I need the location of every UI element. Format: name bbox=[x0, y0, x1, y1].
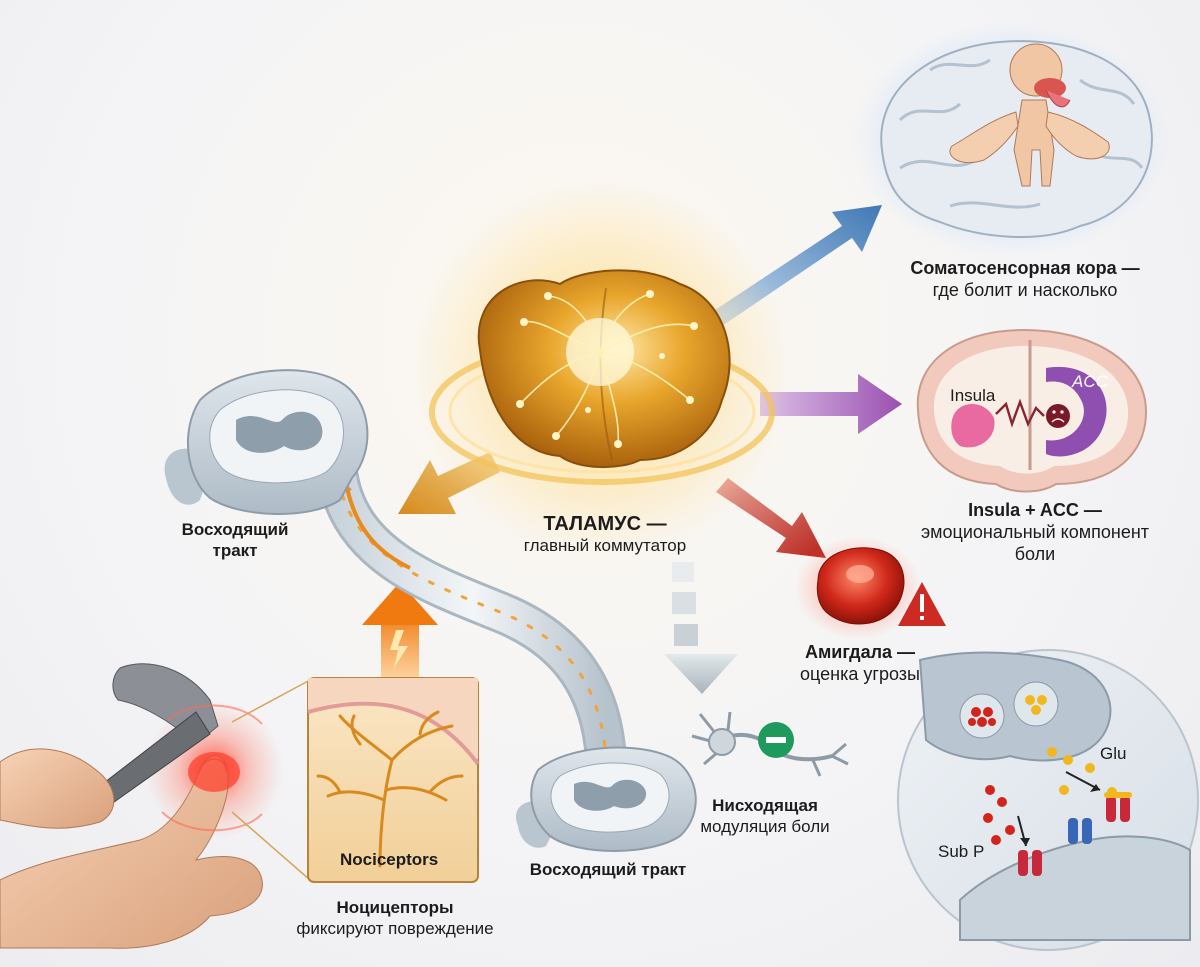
insula-acc-title: Insula + ACC — bbox=[968, 500, 1102, 520]
spinal-cord-lower bbox=[516, 746, 697, 852]
somatosensory-subtitle: где болит и насколько bbox=[932, 279, 1118, 300]
insula-acc-brain bbox=[916, 328, 1148, 493]
ascending-tract-label-upper: Восходящий тракт bbox=[170, 520, 300, 561]
subp-label: Sub P bbox=[938, 842, 985, 861]
nociceptors-subtitle: фиксируют повреждение bbox=[296, 918, 494, 938]
arrow-descending-modulation bbox=[664, 562, 738, 694]
arrow-to-insula-acc bbox=[760, 374, 902, 434]
hand-with-hammer bbox=[0, 663, 284, 949]
lightning-icon bbox=[390, 630, 408, 668]
thalamus-title: ТАЛАМУС — bbox=[543, 513, 667, 535]
somatosensory-label: Соматосенсорная кора — где болит и наско… bbox=[880, 258, 1170, 302]
receptor-yellow-icon bbox=[1104, 792, 1132, 822]
descending-title: Нисходящая bbox=[712, 796, 818, 815]
nociceptor-inset bbox=[231, 677, 480, 883]
ascending-upper-line1: Восходящий bbox=[181, 520, 289, 539]
arrow-to-amygdala bbox=[716, 478, 826, 558]
descending-label: Нисходящая модуляция боли bbox=[680, 796, 850, 837]
receptor-red-icon bbox=[1018, 850, 1042, 876]
acc-tag: ACC bbox=[1072, 372, 1108, 391]
amygdala-title: Амигдала — bbox=[804, 642, 916, 662]
synapse-inset bbox=[897, 649, 1199, 951]
ascending-tract-label-lower: Восходящий тракт bbox=[508, 860, 708, 881]
thalamus bbox=[412, 180, 792, 560]
receptor-blue-icon bbox=[1068, 818, 1092, 844]
insula-acc-label: Insula + ACC — эмоциональный компонент б… bbox=[890, 500, 1180, 566]
amygdala-subtitle: оценка угрозы bbox=[800, 663, 920, 684]
insula-acc-subtitle-2: боли bbox=[1014, 543, 1056, 564]
nociceptors-title: Ноцицепторы bbox=[336, 898, 454, 917]
descending-subtitle: модуляция боли bbox=[700, 816, 830, 836]
insula-acc-subtitle-1: эмоциональный компонент bbox=[920, 521, 1150, 542]
insula-tag: Insula bbox=[950, 386, 996, 405]
somatosensory-title: Соматосенсорная кора — bbox=[910, 258, 1140, 278]
glu-label: Glu bbox=[1100, 744, 1127, 763]
amygdala bbox=[794, 536, 946, 640]
nociceptors-label: Ноцицепторы фиксируют повреждение bbox=[270, 898, 520, 939]
ascending-upper-line2: тракт bbox=[212, 540, 258, 560]
thalamus-label: ТАЛАМУС — главный коммутатор bbox=[490, 512, 720, 557]
nociceptors-inset-label: Nociceptors bbox=[340, 850, 439, 869]
ascending-lower-title: Восходящий тракт bbox=[529, 860, 687, 879]
angry-face-icon bbox=[1046, 404, 1070, 428]
spinal-cord-upper bbox=[164, 369, 369, 515]
amygdala-label: Амигдала — оценка угрозы bbox=[760, 642, 960, 686]
warning-icon bbox=[898, 582, 946, 626]
thalamus-subtitle: главный коммутатор bbox=[523, 536, 687, 556]
somatosensory-cortex bbox=[850, 22, 1170, 258]
homunculus-icon bbox=[949, 43, 1110, 187]
neuron-icon bbox=[691, 711, 849, 777]
signal-up-arrow bbox=[362, 582, 438, 680]
